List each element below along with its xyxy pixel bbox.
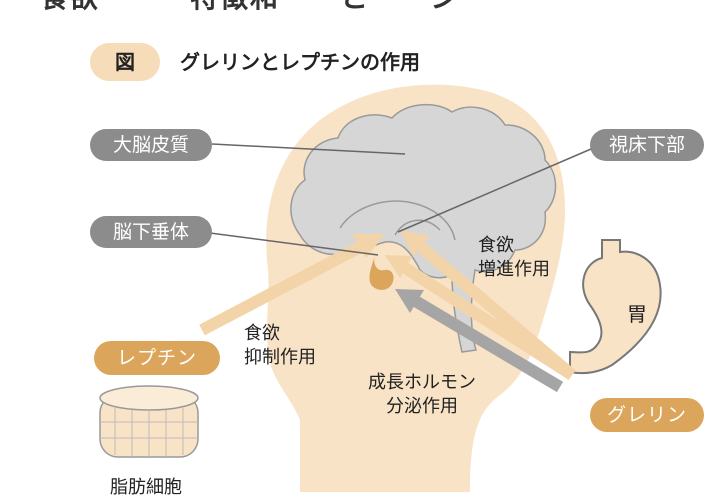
ghrelin-label: グレリン xyxy=(590,398,704,432)
appetite-suppress-label: 食欲 抑制作用 xyxy=(244,323,316,368)
fat-cell-label: 脂肪細胞 xyxy=(110,477,182,498)
pituitary-gland xyxy=(369,255,394,290)
figure-badge: 図 xyxy=(90,43,160,81)
leptin-label: レプチン xyxy=(94,341,220,375)
cortex-leader-line xyxy=(211,143,406,155)
stomach-shape xyxy=(569,239,662,375)
figure-title: グレリンとレプチンの作用 xyxy=(180,50,420,74)
brain-cortex xyxy=(290,103,557,353)
hypothalamus-label: 視床下部 xyxy=(590,129,704,161)
brain-inner-line xyxy=(339,200,456,241)
top-cut-heading: 食欲 特徴和 と シ xyxy=(40,0,460,14)
ghrelin-pituitary-arrow xyxy=(385,255,576,381)
appetite-increase-label: 食欲 増進作用 xyxy=(478,235,550,280)
leptin-arrow xyxy=(199,234,385,336)
gh-secretion-arrow xyxy=(395,289,564,393)
stomach-label: 胃 xyxy=(627,302,647,326)
hypothalamus-leader-line xyxy=(397,145,599,233)
fat-cells-icon xyxy=(99,385,199,458)
pituitary-label: 脳下垂体 xyxy=(90,216,212,248)
gh-secretion-label: 成長ホルモン 分泌作用 xyxy=(368,372,476,417)
cerebral-cortex-label: 大脳皮質 xyxy=(90,129,212,161)
pituitary-leader-line xyxy=(209,232,379,256)
